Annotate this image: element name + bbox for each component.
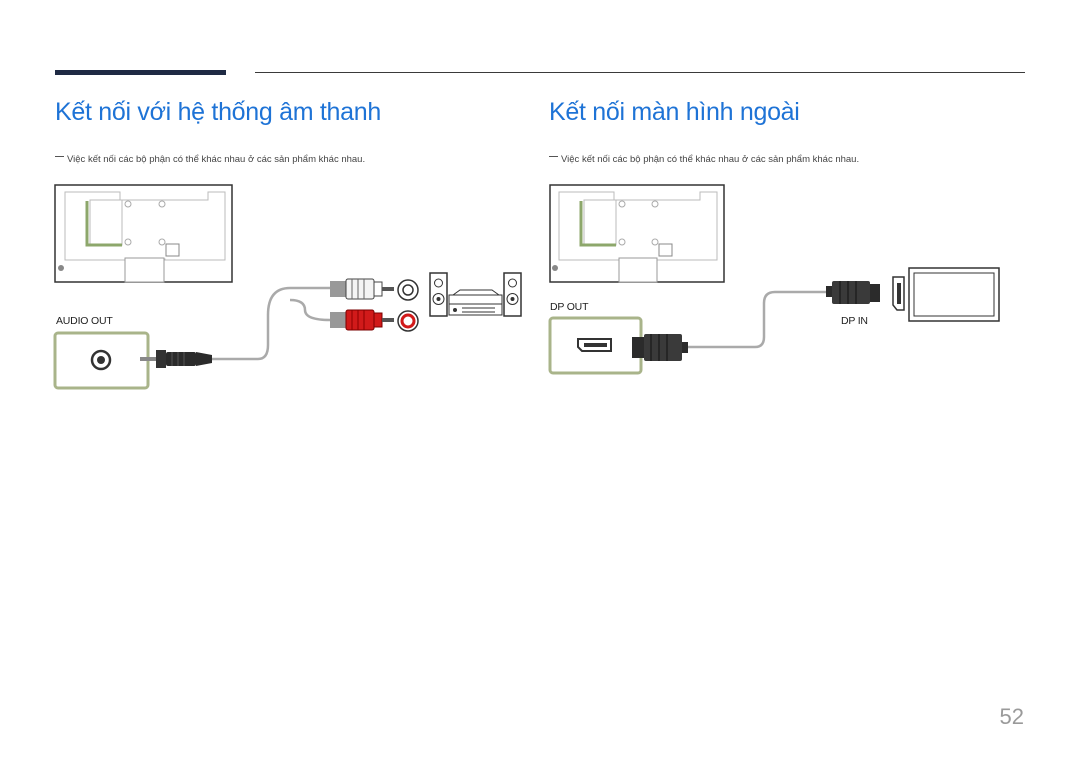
dp-cable — [687, 290, 828, 349]
rca-input-white — [397, 279, 419, 301]
external-monitor-icon — [908, 267, 1000, 322]
audio-out-port-callout — [53, 331, 150, 390]
dp-out-label: DP OUT — [550, 301, 589, 313]
dp-in-label: DP IN — [841, 315, 868, 327]
audio-out-label: AUDIO OUT — [56, 315, 113, 327]
section-title-monitor: Kết nối màn hình ngoài — [549, 98, 800, 126]
note-monitor: Việc kết nối các bộ phận có thể khác nha… — [549, 154, 859, 165]
note-dash-icon — [55, 156, 64, 157]
page-number: 52 — [999, 704, 1024, 729]
header-rule — [255, 72, 1025, 73]
rca-input-red — [397, 310, 419, 332]
rca-red-plug — [330, 309, 394, 331]
note-monitor-text: Việc kết nối các bộ phận có thể khác nha… — [561, 154, 860, 165]
dp-in-port-icon — [892, 276, 905, 311]
audio-cable — [212, 286, 331, 361]
mini-jack-plug — [140, 350, 212, 368]
dp-plug-source — [632, 334, 688, 361]
rca-white-plug — [330, 278, 394, 300]
header-rule-accent — [55, 70, 226, 75]
section-title-audio: Kết nối với hệ thống âm thanh — [55, 98, 381, 126]
product-rear-panel-monitor — [549, 184, 725, 283]
dp-out-port-callout — [548, 316, 643, 375]
dp-plug-target — [826, 281, 880, 304]
note-audio-text: Việc kết nối các bộ phận có thể khác nha… — [67, 154, 366, 165]
product-rear-panel-audio — [54, 184, 233, 283]
note-audio: Việc kết nối các bộ phận có thể khác nha… — [55, 154, 365, 165]
note-dash-icon — [549, 156, 558, 157]
stereo-system-icon — [429, 272, 522, 317]
